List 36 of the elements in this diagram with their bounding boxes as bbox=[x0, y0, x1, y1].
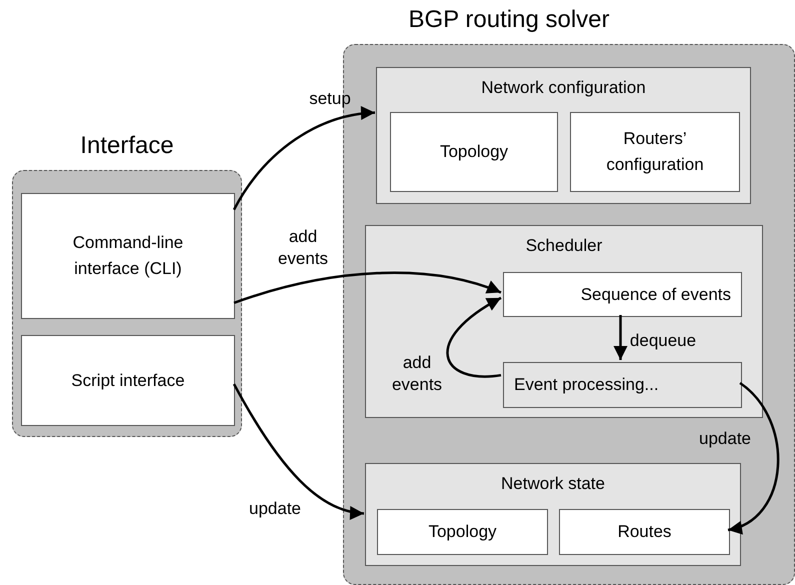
node-label: Routers’ configuration bbox=[605, 128, 705, 176]
arrow bbox=[232, 106, 376, 210]
heading: Interface bbox=[79, 131, 175, 161]
arrow bbox=[728, 382, 780, 533]
component-panel bbox=[365, 463, 741, 566]
node-label: Topology bbox=[427, 521, 498, 543]
heading: BGP routing solver bbox=[408, 5, 610, 35]
node-label: Command-line interface (CLI) bbox=[72, 232, 184, 280]
node-label: Topology bbox=[438, 141, 510, 163]
node-label: Routes bbox=[616, 521, 672, 543]
heading: Network configuration bbox=[480, 78, 647, 98]
node-label: Sequence of events bbox=[580, 284, 732, 306]
module-box bbox=[570, 112, 740, 192]
module-box bbox=[390, 112, 558, 192]
arrow bbox=[232, 383, 364, 519]
node-label: Event processing... bbox=[513, 374, 660, 396]
module-box bbox=[377, 509, 548, 555]
arrow bbox=[614, 315, 628, 360]
arrow bbox=[234, 272, 502, 304]
process-box bbox=[503, 362, 742, 408]
module-box bbox=[21, 335, 235, 426]
heading: Network state bbox=[500, 474, 606, 494]
module-box bbox=[21, 193, 235, 319]
heading: Scheduler bbox=[524, 236, 604, 256]
edge-label: setup bbox=[308, 88, 352, 110]
edge-label: add events bbox=[276, 226, 330, 270]
edge-label: update bbox=[698, 428, 752, 450]
queue-box bbox=[503, 272, 742, 317]
node-label: Script interface bbox=[70, 370, 186, 392]
component-panel bbox=[365, 225, 763, 418]
edge-label: update bbox=[248, 498, 302, 520]
edge-label: dequeue bbox=[628, 330, 698, 352]
module-box bbox=[559, 509, 730, 555]
component-panel bbox=[376, 67, 751, 204]
edge-label: add events bbox=[390, 352, 444, 396]
arrow bbox=[446, 296, 502, 378]
